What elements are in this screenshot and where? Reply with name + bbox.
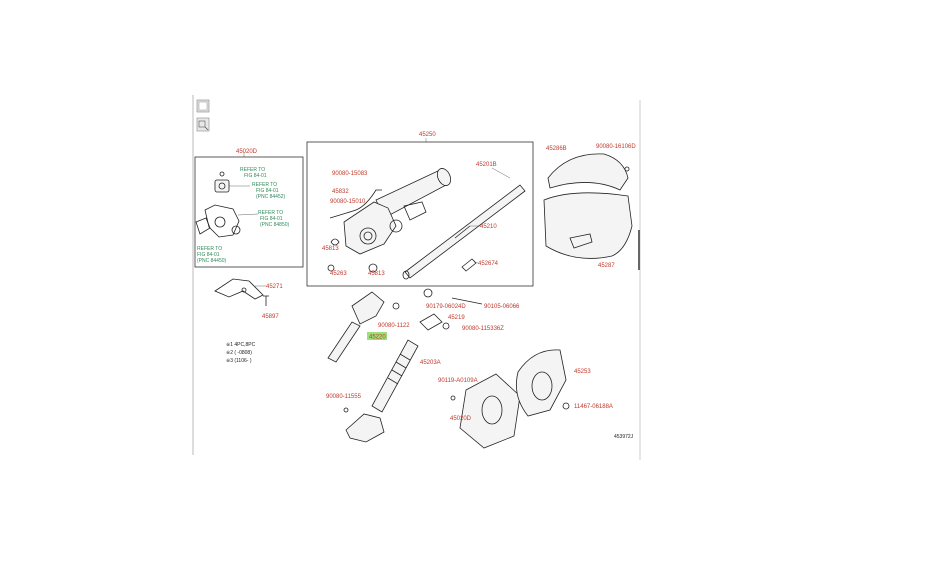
figure-id: 453972J — [614, 434, 634, 440]
refer-note-3: REFER TO — [258, 210, 283, 216]
refer-note-2b: FIG 84-01 — [256, 188, 279, 194]
label-45897: 45897 — [262, 314, 279, 320]
highlight-45220[interactable] — [367, 332, 387, 340]
steering-column-body — [327, 168, 526, 280]
label-45219: 45219 — [448, 315, 465, 321]
label-45253: 45253 — [574, 369, 591, 375]
refer-note-4: REFER TO — [197, 246, 222, 252]
page-icon[interactable] — [196, 99, 210, 113]
refer-note-1: REFER TO — [240, 167, 265, 173]
label-45203a: 45203A — [420, 360, 441, 366]
label-11467: 11467-06188A — [574, 404, 613, 410]
refer-note-2: REFER TO — [252, 182, 277, 188]
refer-note-3c: (PNC 84850) — [260, 222, 290, 228]
ignition-group-frame — [194, 156, 304, 268]
label-45210: 45210 — [480, 224, 497, 230]
intermediate-shaft — [327, 288, 483, 443]
label-90080-1122: 90080-1122 — [378, 323, 410, 329]
refer-note-1b: FIG 84-01 — [244, 173, 267, 179]
refer-note-4c: (PNC 84450) — [197, 258, 227, 264]
label-90119: 90119-A0109A — [438, 378, 478, 384]
zoom-icon[interactable] — [196, 117, 210, 132]
label-90080-15010: 90080-15010 — [330, 199, 366, 205]
label-45250: 45250 — [419, 132, 436, 138]
label-45020d-top: 45020D — [236, 149, 258, 155]
label-45287: 45287 — [598, 263, 615, 269]
label-45271: 45271 — [266, 284, 283, 290]
legend-3: ※3 (1106- ) — [226, 358, 252, 364]
label-90179: 90179-06024D — [426, 304, 466, 310]
refer-note-4b: FIG 84-01 — [197, 252, 220, 258]
ignition-switch-parts — [195, 171, 259, 238]
label-45263: 45263 — [330, 271, 347, 277]
label-90080-16106: 90080-16106D — [596, 144, 636, 150]
label-90080-11536: 90080-115336Z — [462, 326, 504, 332]
label-45832: 45832 — [332, 189, 349, 195]
legend-1: ※1 4PC,8PC — [226, 342, 256, 348]
label-452674: 452674 — [478, 261, 499, 267]
column-assembly-frame — [306, 141, 534, 287]
bracket-45271 — [214, 278, 269, 306]
label-45286b: 45286B — [546, 146, 567, 152]
column-cover — [543, 153, 633, 259]
dash-plates — [450, 349, 570, 449]
legend-2: ※2 ( -0808) — [226, 350, 252, 356]
refer-note-2c: (PNC 84452) — [256, 194, 286, 200]
label-45201b: 45201B — [476, 162, 497, 168]
label-45220[interactable]: 45220 — [369, 335, 386, 341]
refer-note-3b: FIG 84-01 — [260, 216, 283, 222]
label-90080-11555: 90080-11555 — [326, 394, 362, 400]
label-45813-a: 45813 — [322, 246, 339, 252]
label-90105: 90105-06066 — [484, 304, 520, 310]
label-45813-b: 45813 — [368, 271, 385, 277]
label-45020d-bottom: 45020D — [450, 416, 472, 422]
label-90080-15083: 90080-15083 — [332, 171, 368, 177]
